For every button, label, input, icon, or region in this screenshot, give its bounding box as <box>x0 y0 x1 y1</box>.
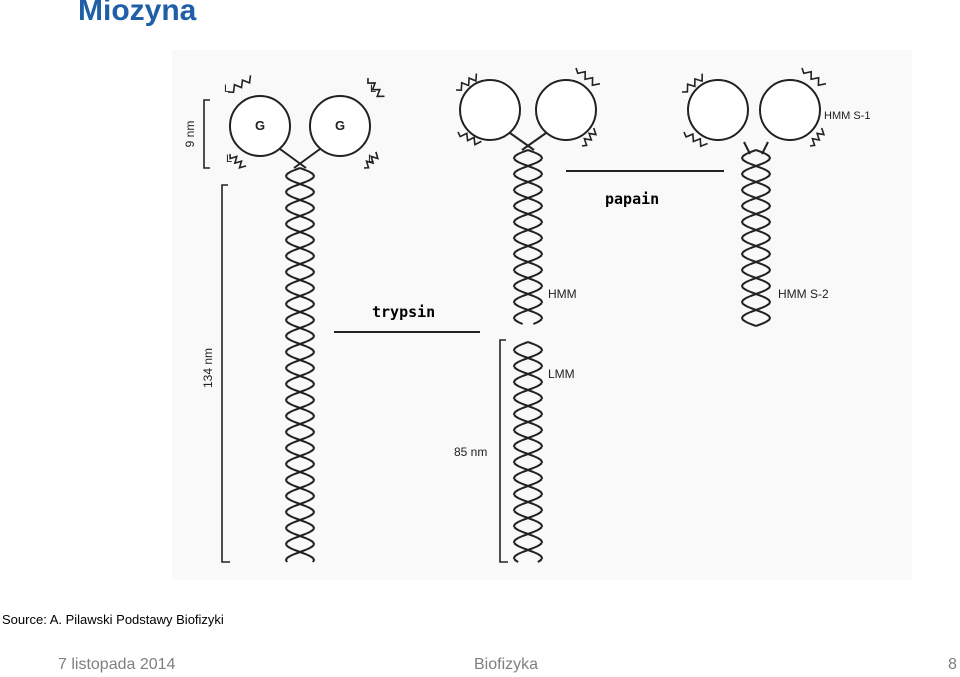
heads-bracket <box>203 99 210 169</box>
hmm-neck-left <box>509 132 535 151</box>
source-citation: Source: A. Pilawski Podstawy Biofizyki <box>2 612 224 627</box>
s1-head-right <box>759 79 821 141</box>
myosin-diagram: 9 nm 134 nm 85 nm G G L L L L trypsin pa… <box>172 50 912 580</box>
hmm-label: HMM <box>548 287 577 301</box>
lmm-label: LMM <box>548 367 575 381</box>
light-chain-bl <box>229 153 247 169</box>
hmm-neck-right <box>521 132 547 151</box>
trypsin-label: trypsin <box>372 303 435 321</box>
s1-light-chain-bl <box>683 131 708 148</box>
s1-light-chain-tr <box>801 67 827 87</box>
s1-head-left <box>687 79 749 141</box>
s2-neck-left <box>743 141 751 155</box>
myosin-diagram-svg: 9 nm 134 nm 85 nm G G L L L L trypsin pa… <box>172 50 912 580</box>
slide-title: Miozyna <box>78 0 197 27</box>
footer-date: 7 listopada 2014 <box>58 656 176 673</box>
light-chain-label-tr: L <box>370 83 376 95</box>
myosin-neck-left <box>279 148 307 169</box>
myosin-neck-right <box>293 148 321 169</box>
hmm-s1-label: HMM S-1 <box>824 110 870 122</box>
s2-neck-right <box>761 141 769 155</box>
hmm-head-left <box>459 79 521 141</box>
myosin-rod-strand-a <box>284 167 316 563</box>
head-label-left: G <box>255 118 265 133</box>
papain-label: papain <box>605 190 659 208</box>
hmm-head-right <box>535 79 597 141</box>
light-chain-label-tl: L <box>224 83 230 95</box>
trypsin-fragments <box>455 67 601 563</box>
myosin-rod-strand-b <box>284 167 316 563</box>
light-chain-tr <box>367 77 385 98</box>
hmm-light-chain-br <box>581 127 598 147</box>
lmm-rod-strand-b <box>512 341 544 563</box>
rod-bracket <box>221 184 230 563</box>
light-chain-tl <box>227 75 252 94</box>
hmm-light-chain-bl <box>457 131 482 146</box>
light-chain-label-bl: L <box>226 153 232 165</box>
lmm-rod-strand-a <box>512 341 544 563</box>
papain-fragments <box>681 67 827 327</box>
hmm-light-chain-tl <box>455 73 478 92</box>
hmm-light-chain-tr <box>575 67 601 87</box>
s1-light-chain-tl <box>681 73 703 93</box>
whole-myosin-molecule <box>227 75 385 563</box>
lmm-bracket <box>499 339 508 563</box>
myosin-head-left <box>229 95 291 157</box>
myosin-head-right <box>309 95 371 157</box>
s2-rod-strand-b <box>740 149 772 327</box>
s2-rod-strand-a <box>740 149 772 327</box>
dimension-brackets <box>203 99 508 563</box>
rod-dimension-label: 134 nm <box>201 348 215 388</box>
hmm-s2-label: HMM S-2 <box>778 287 829 301</box>
s1-light-chain-br <box>809 127 826 147</box>
light-chain-label-br: L <box>368 153 374 165</box>
heads-dimension-label: 9 nm <box>183 121 197 148</box>
hmm-rod-strand-a <box>512 149 544 325</box>
light-chain-br <box>363 151 379 169</box>
head-label-right: G <box>335 118 345 133</box>
page-number: 8 <box>948 656 957 673</box>
hmm-rod-strand-b <box>512 149 544 325</box>
footer-course: Biofizyka <box>474 656 539 673</box>
lmm-dimension-label: 85 nm <box>454 445 487 459</box>
